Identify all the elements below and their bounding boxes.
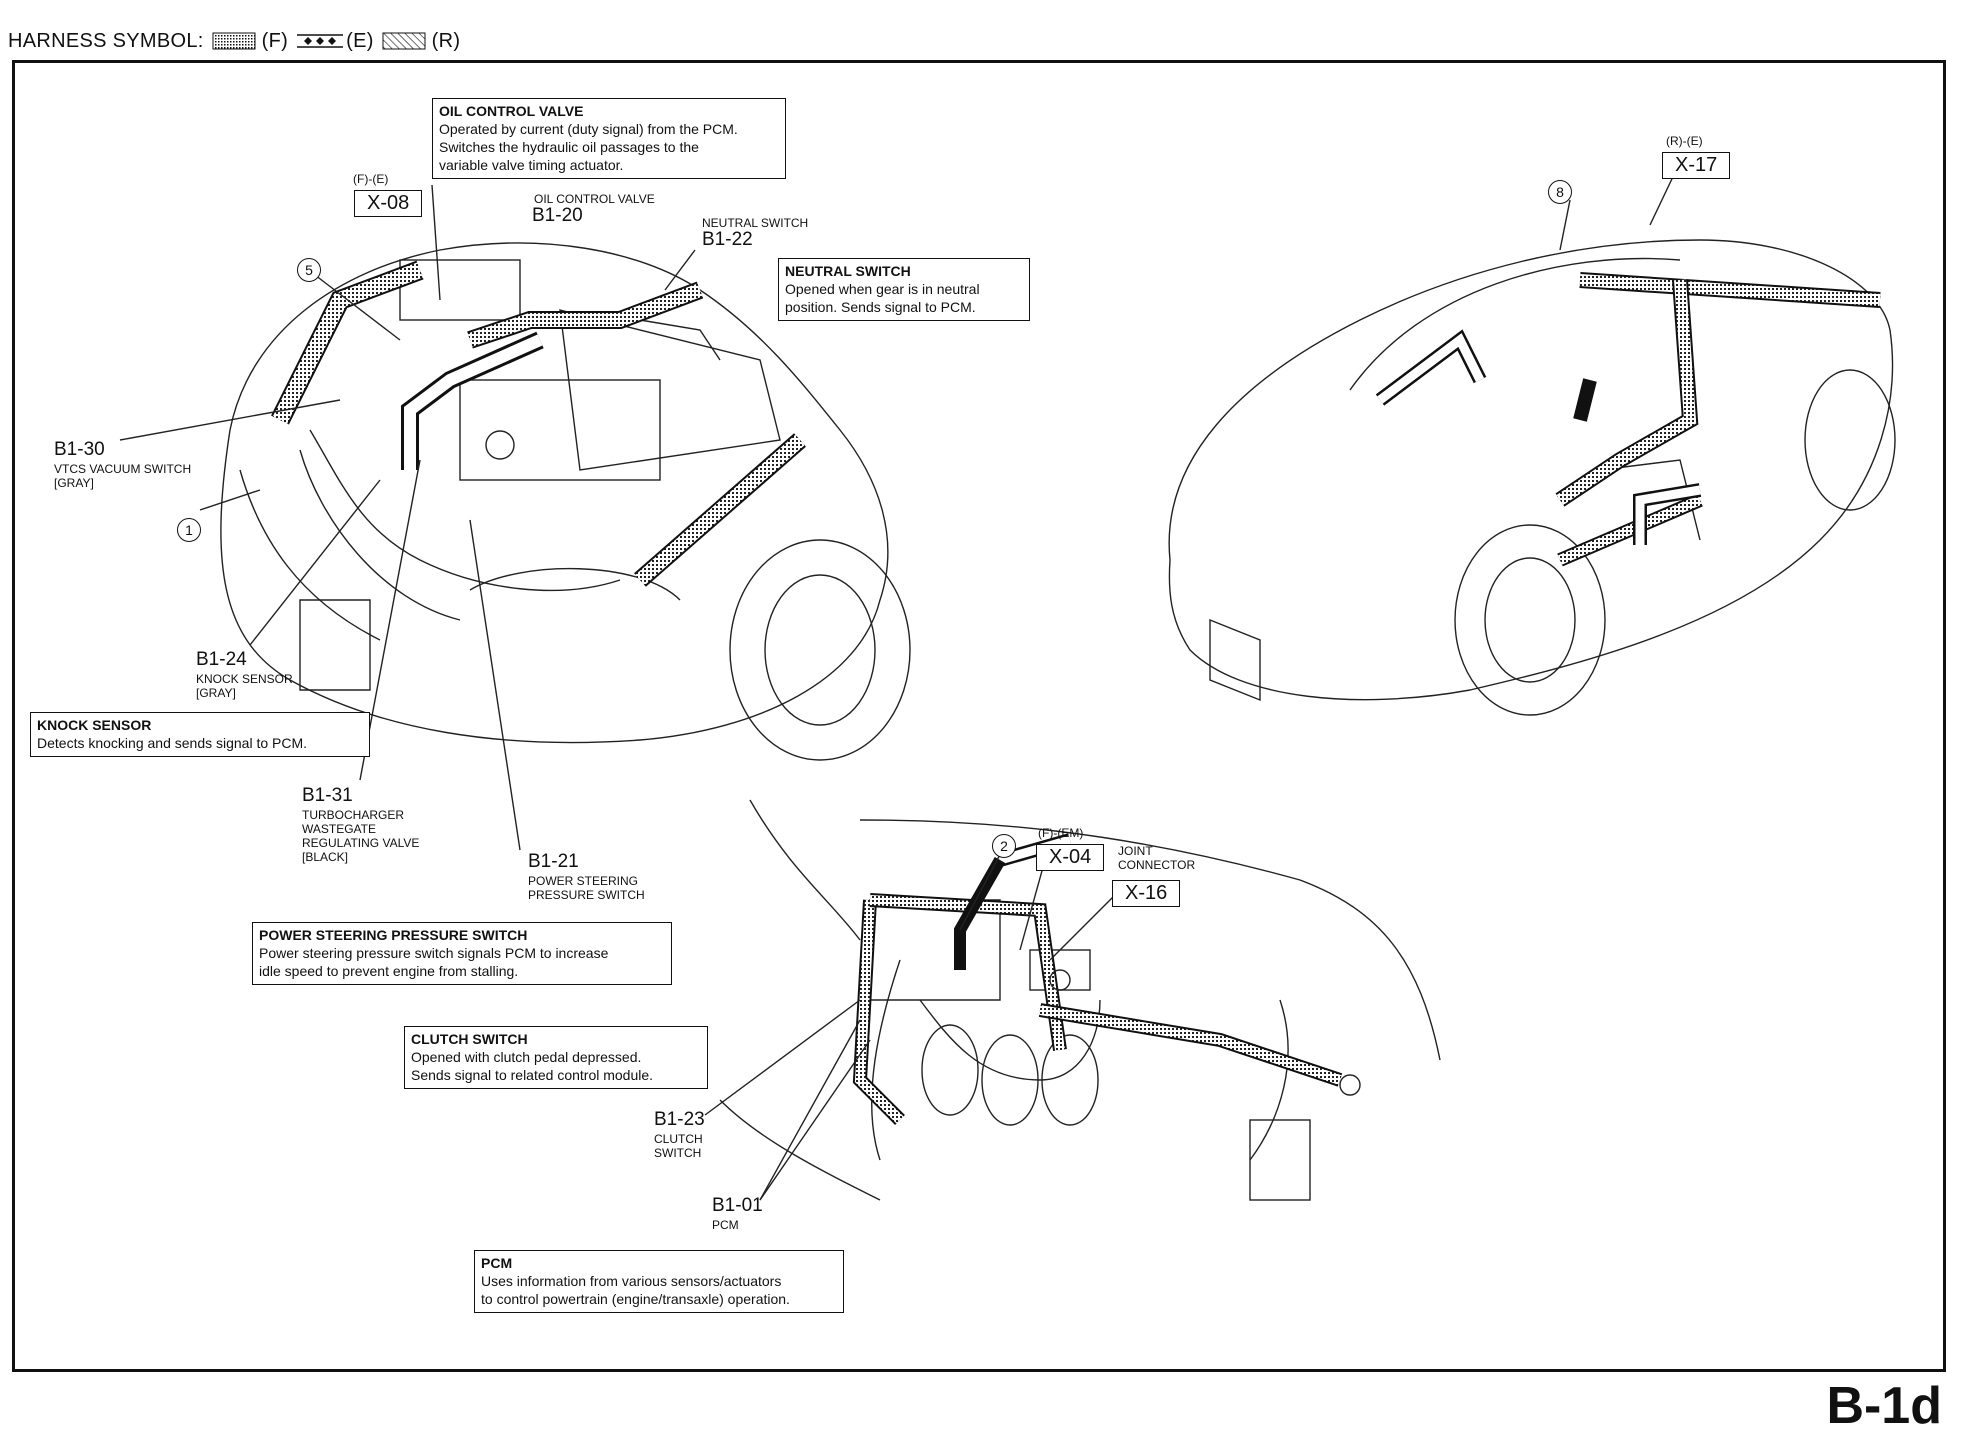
callout-5: 5 <box>297 258 321 282</box>
b1-30-color: [GRAY] <box>54 476 94 490</box>
b1-31-desc1: TURBOCHARGER <box>302 808 405 822</box>
connector-x16: X-16 <box>1112 880 1181 907</box>
connector-x17: X-17 <box>1662 152 1731 179</box>
b1-23-code: B1-23 <box>654 1109 705 1130</box>
harness-symbol-f: (F) <box>261 29 289 52</box>
connector-x04: X-04 <box>1036 844 1105 871</box>
x04-tag: (F)-(EM) <box>1038 826 1084 840</box>
x17-tag: (R)-(E) <box>1666 134 1703 148</box>
b1-22-code: B1-22 <box>702 229 753 250</box>
info-box-line: position. Sends signal to PCM. <box>785 299 976 315</box>
harness-symbol-e: (E) <box>346 29 374 52</box>
info-box-title: KNOCK SENSOR <box>37 717 152 733</box>
info-box-line: Opened when gear is in neutral <box>785 281 980 297</box>
b1-31-desc2: WASTEGATE <box>302 822 377 836</box>
callout-2: 2 <box>992 834 1016 858</box>
info-box-line: Opened with clutch pedal depressed. <box>411 1049 642 1065</box>
page-id: B-1d <box>1826 1377 1942 1435</box>
diagonal-hatch-harness-icon <box>382 32 426 50</box>
info-box-line: Sends signal to related control module. <box>411 1067 654 1083</box>
x08-tag: (F)-(E) <box>353 172 389 186</box>
info-box-line: idle speed to prevent engine from stalli… <box>259 963 519 979</box>
b1-30-desc: VTCS VACUUM SWITCH <box>54 462 192 476</box>
callout-8: 8 <box>1548 180 1572 204</box>
b1-01-code: B1-01 <box>712 1195 763 1216</box>
diagram-frame <box>12 60 1946 1372</box>
b1-21-desc2: PRESSURE SWITCH <box>528 888 645 902</box>
b1-23-desc2: SWITCH <box>654 1146 702 1160</box>
info-box-title: CLUTCH SWITCH <box>411 1031 528 1047</box>
b1-21-desc1: POWER STEERING <box>528 874 639 888</box>
dotted-hatch-harness-icon <box>212 32 256 50</box>
b1-24-code: B1-24 <box>196 649 247 670</box>
info-box-line: Power steering pressure switch signals P… <box>259 945 609 961</box>
b1-30-code: B1-30 <box>54 439 105 460</box>
b1-31-desc3: REGULATING VALVE <box>302 836 420 850</box>
b1-31-code: B1-31 <box>302 785 353 806</box>
info-box-clutch-switch: CLUTCH SWITCH Opened with clutch pedal d… <box>404 1026 708 1089</box>
b1-20-code: B1-20 <box>532 205 583 226</box>
b1-20-caption: OIL CONTROL VALVE <box>534 192 655 206</box>
harness-symbol-r: (R) <box>431 29 461 52</box>
b1-31-color: [BLACK] <box>302 850 349 864</box>
harness-symbol-legend: HARNESS SYMBOL: (F) (E) (R) <box>8 26 460 56</box>
info-box-oil-control-valve: OIL CONTROL VALVE Operated by current (d… <box>432 98 786 179</box>
b1-23-desc1: CLUTCH <box>654 1132 703 1146</box>
info-box-title: PCM <box>481 1255 513 1271</box>
x16-tag: JOINT CONNECTOR <box>1118 844 1196 872</box>
info-box-knock-sensor: KNOCK SENSOR Detects knocking and sends … <box>30 712 370 757</box>
info-box-title: NEUTRAL SWITCH <box>785 263 911 279</box>
info-box-line: Operated by current (duty signal) from t… <box>439 121 738 137</box>
info-box-line: Uses information from various sensors/ac… <box>481 1273 782 1289</box>
b1-24-desc: KNOCK SENSOR <box>196 672 293 686</box>
info-box-power-steering: POWER STEERING PRESSURE SWITCH Power ste… <box>252 922 672 985</box>
diamond-chain-harness-icon <box>296 32 344 50</box>
info-box-title: POWER STEERING PRESSURE SWITCH <box>259 927 528 943</box>
callout-1: 1 <box>177 518 201 542</box>
info-box-neutral-switch: NEUTRAL SWITCH Opened when gear is in ne… <box>778 258 1030 321</box>
info-box-pcm: PCM Uses information from various sensor… <box>474 1250 844 1313</box>
info-box-line: Switches the hydraulic oil passages to t… <box>439 139 699 155</box>
info-box-line: Detects knocking and sends signal to PCM… <box>37 735 308 751</box>
info-box-line: variable valve timing actuator. <box>439 157 624 173</box>
info-box-line: to control powertrain (engine/transaxle)… <box>481 1291 790 1307</box>
b1-22-caption: NEUTRAL SWITCH <box>702 216 809 230</box>
connector-x08: X-08 <box>354 190 423 217</box>
info-box-title: OIL CONTROL VALVE <box>439 103 584 119</box>
b1-24-color: [GRAY] <box>196 686 236 700</box>
b1-21-code: B1-21 <box>528 851 579 872</box>
b1-01-desc: PCM <box>712 1218 739 1232</box>
harness-symbol-label: HARNESS SYMBOL: <box>8 29 204 52</box>
